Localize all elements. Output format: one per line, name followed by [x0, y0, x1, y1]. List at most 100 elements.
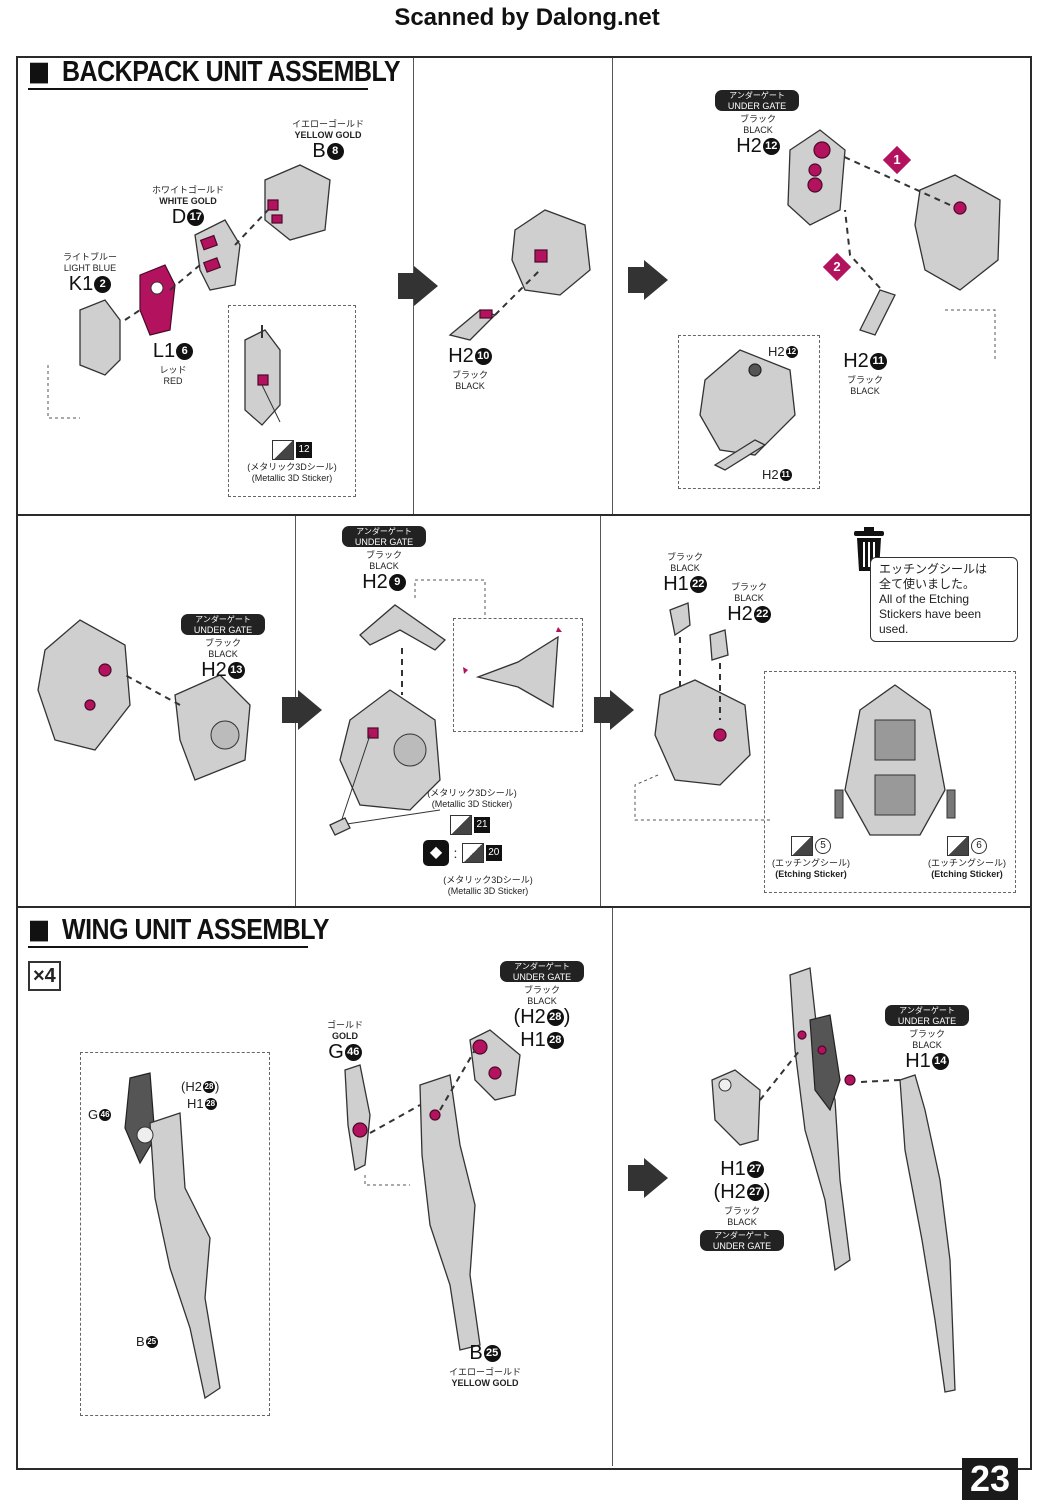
under-gate-badge: アンダーゲート UNDER GATE [181, 614, 265, 635]
color-en-label: BLACK [727, 1217, 757, 1227]
sticker-icon [947, 836, 969, 856]
row-divider-2 [16, 906, 1030, 908]
sticker-inset-box [228, 305, 356, 497]
part-letter: H1 [520, 1029, 546, 1051]
step3-parts-drawing [787, 129, 1001, 360]
step1-parts-drawing [47, 164, 331, 426]
part-number-badge: 22 [689, 576, 707, 594]
h2-9-part-icon [359, 604, 447, 651]
under-gate-badge: アンダーゲート UNDER GATE [500, 961, 584, 982]
backpack-core-icon [37, 619, 131, 751]
part-number-badge: 27 [746, 1184, 764, 1202]
part-letter: H2 [736, 135, 762, 157]
sticker-21-label: (メタリック3Dシール) (Metallic 3D Sticker) [417, 786, 527, 809]
etching-inset-box [764, 671, 1016, 893]
color-en-label: BLACK [734, 593, 764, 603]
part-number-badge: 2 [94, 276, 112, 294]
sticker-number: 21 [474, 817, 490, 833]
color-en-label: LIGHT BLUE [63, 263, 117, 273]
wing-inset-box [80, 1052, 270, 1416]
backpack-core-icon [654, 679, 751, 786]
step-arrow-tail [594, 697, 612, 723]
under-gate-badge: アンダーゲート UNDER GATE [700, 1230, 784, 1251]
sticker-en-label: (Etching Sticker) [775, 869, 847, 879]
step2-parts-drawing [448, 209, 591, 341]
sticker-21-callout: 21 [450, 815, 490, 835]
under-gate-badge: アンダーゲート UNDER GATE [342, 526, 426, 547]
color-jp-label: ブラック [739, 114, 776, 124]
step-arrow-icon [298, 690, 322, 730]
part-number-badge: 17 [187, 209, 205, 227]
part-letter: (H2 [513, 1006, 546, 1028]
color-jp-label: ホワイトゴールド [151, 185, 224, 195]
l1-part-icon [139, 264, 176, 336]
part-letter: H2 [201, 659, 227, 681]
sticker-jp-label: (エッチングシール) [772, 858, 850, 868]
wing-section-title: WING UNIT ASSEMBLY [30, 914, 329, 947]
sticker-jp-label: (メタリック3Dシール) [443, 875, 533, 885]
step-arrow-icon [644, 1158, 668, 1198]
sticker-icon [461, 843, 484, 863]
color-jp-label: ゴールド [326, 1020, 363, 1030]
step-arrow-icon [414, 266, 438, 306]
step-arrow-icon [610, 690, 634, 730]
sticker-en-label: (Metallic 3D Sticker) [447, 886, 529, 896]
part-number-badge: 10 [474, 348, 492, 366]
sticker-20-callout: ◆ : 20 [423, 840, 502, 866]
sticker-number: 20 [485, 845, 502, 861]
h1-22-part-icon [669, 602, 691, 637]
b25-part-icon [419, 1074, 481, 1351]
scan-watermark: Scanned by Dalong.net [394, 4, 660, 31]
part-letter: G [328, 1041, 344, 1063]
backpack-section-title: BACKPACK UNIT ASSEMBLY [30, 56, 401, 89]
col-divider [612, 58, 613, 514]
b25-part-icon [149, 1112, 221, 1400]
part-letter: L1 [152, 340, 176, 362]
part-number-badge: 22 [753, 606, 771, 624]
color-jp-label: イエローゴールド [292, 119, 364, 129]
color-jp-label: ブラック [666, 552, 703, 562]
color-en-label: BLACK [912, 1040, 942, 1050]
step-arrow-tail [398, 273, 416, 299]
part-letter: H2 [843, 350, 869, 372]
sticker-number: 12 [296, 442, 312, 458]
row-divider-1 [16, 514, 1030, 516]
title-marker-square [30, 920, 48, 941]
sticker-en-label: (Metallic 3D Sticker) [251, 473, 333, 483]
under-gate-badge: アンダーゲート UNDER GATE [715, 90, 799, 111]
color-jp-label: ブラック [523, 985, 560, 995]
part-number-badge: 12 [762, 138, 780, 156]
step7-parts-drawing [344, 1029, 521, 1351]
step8-parts-drawing [711, 967, 956, 1393]
etching-inset-drawing [834, 684, 956, 836]
step5-inset-drawing [463, 627, 562, 709]
sticker-en-label: (Etching Sticker) [931, 869, 1003, 879]
sticker-jp-label: (エッチングシール) [928, 858, 1006, 868]
color-en-label: BLACK [850, 386, 880, 396]
color-en-label: YELLOW GOLD [294, 130, 362, 140]
backpack-core-icon [511, 209, 591, 296]
d17-part-icon [194, 219, 241, 291]
part-number-badge: 9 [388, 574, 406, 592]
part-number-badge: 46 [344, 1044, 362, 1062]
color-en-label: BLACK [208, 649, 238, 659]
step3-inset-drawing [699, 349, 796, 471]
col-divider [612, 908, 613, 1466]
step-marker-1: 1 [882, 145, 912, 175]
part-letter: B [312, 140, 326, 162]
h2-11-part-icon [859, 289, 896, 336]
part-letter: B [469, 1342, 483, 1364]
sticker-12-callout: 12 (メタリック3Dシール) (Metallic 3D Sticker) [232, 440, 352, 483]
